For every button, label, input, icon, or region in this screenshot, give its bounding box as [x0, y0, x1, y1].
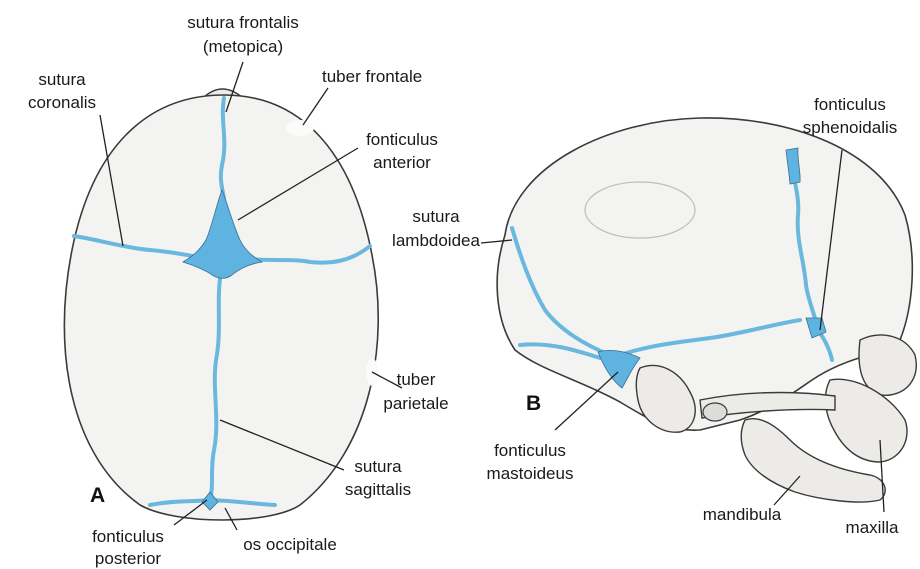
label-fonticulus-sphenoidalis-1: fonticulus: [814, 95, 886, 114]
label-fonticulus-sphenoidalis-2: sphenoidalis: [803, 118, 898, 137]
label-sutura-sagittalis-2: sagittalis: [345, 480, 411, 499]
label-fonticulus-anterior-2: anterior: [373, 153, 431, 172]
label-mandibula: mandibula: [703, 505, 782, 524]
label-sutura-frontalis-2: (metopica): [203, 37, 283, 56]
label-tuber-parietale-2: parietale: [383, 394, 448, 413]
label-tuber-frontale: tuber frontale: [322, 67, 422, 86]
leader-tuber-frontale: [303, 88, 328, 125]
label-fonticulus-posterior-1: fonticulus: [92, 527, 164, 546]
label-fonticulus-posterior-2: posterior: [95, 549, 161, 568]
label-fonticulus-mastoideus-1: fonticulus: [494, 441, 566, 460]
skull-superior-view: [64, 89, 378, 520]
label-maxilla: maxilla: [846, 518, 899, 537]
label-os-occipitale: os occipitale: [243, 535, 337, 554]
label-sutura-sagittalis-1: sutura: [354, 457, 402, 476]
label-fonticulus-anterior-1: fonticulus: [366, 130, 438, 149]
panel-label-a: A: [90, 484, 105, 507]
tuber-frontale-mark: [286, 120, 314, 136]
label-sutura-lambdoidea-1: sutura: [412, 207, 460, 226]
label-sutura-coronalis-1: sutura: [38, 70, 86, 89]
label-tuber-parietale-1: tuber: [397, 370, 436, 389]
label-sutura-frontalis-1: sutura frontalis: [187, 13, 299, 32]
label-sutura-coronalis-2: coronalis: [28, 93, 96, 112]
panel-label-b: B: [526, 392, 541, 415]
meatus-acusticus: [703, 403, 727, 421]
label-fonticulus-mastoideus-2: mastoideus: [487, 464, 574, 483]
label-sutura-lambdoidea-2: lambdoidea: [392, 231, 480, 250]
